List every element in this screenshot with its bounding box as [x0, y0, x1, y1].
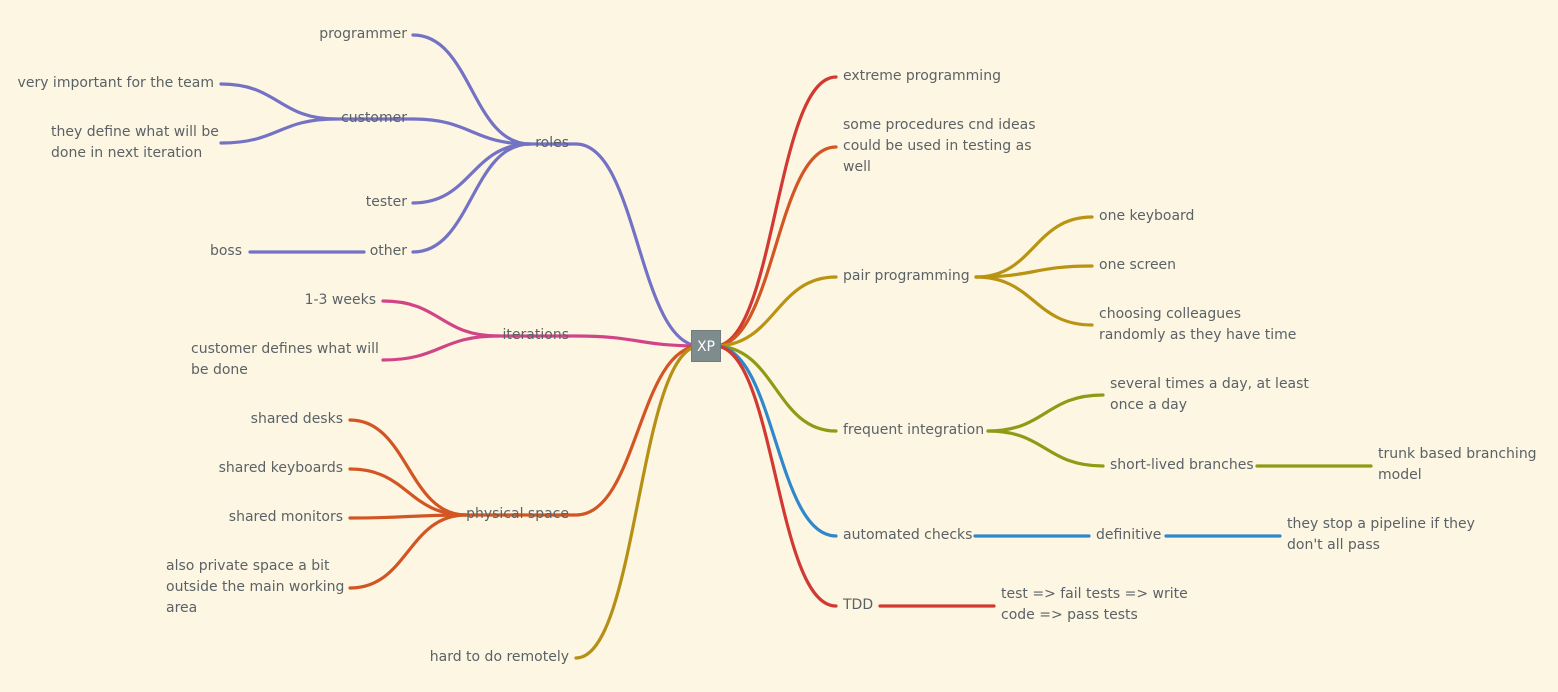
- node-physical-space[interactable]: physical space: [466, 506, 569, 522]
- node-customer[interactable]: customer: [341, 110, 407, 126]
- node-definitive[interactable]: definitive: [1096, 527, 1162, 543]
- node-shared-desks[interactable]: shared desks: [250, 411, 343, 427]
- edge-root-procedures: [713, 145, 838, 348]
- node-several-times[interactable]: several times a day, at least once a day: [1110, 376, 1309, 413]
- node-they-define[interactable]: they define what will be done in next it…: [51, 124, 219, 161]
- edge-physical-keyboards: [348, 467, 468, 517]
- node-procedures[interactable]: some procedures cnd ideas could be used …: [843, 117, 1036, 175]
- edge-pair-keyboard: [974, 215, 1094, 279]
- edge-root-pair: [713, 275, 838, 348]
- node-pair-programming[interactable]: pair programming: [843, 268, 970, 284]
- edge-root-iterations: [496, 334, 702, 348]
- node-1-3-weeks[interactable]: 1-3 weeks: [304, 292, 376, 308]
- edge-customer-they-define: [219, 117, 338, 145]
- edge-root-physical: [464, 344, 702, 517]
- node-boss[interactable]: boss: [209, 243, 242, 259]
- edge-physical-private: [348, 513, 468, 590]
- edge-roles-programmer: [411, 33, 532, 146]
- edge-integration-short-lived: [986, 429, 1105, 468]
- node-frequent-integration[interactable]: frequent integration: [843, 422, 985, 438]
- edge-root-roles: [528, 142, 702, 348]
- edge-integration-several: [986, 393, 1105, 433]
- node-iterations[interactable]: iterations: [502, 327, 569, 343]
- edge-roles-other: [411, 142, 532, 254]
- edge-iterations-weeks: [381, 299, 500, 338]
- edge-physical-desks: [348, 418, 468, 517]
- node-short-lived-branches[interactable]: short-lived branches: [1110, 457, 1254, 473]
- node-roles[interactable]: roles: [535, 135, 569, 151]
- root-node-xp[interactable]: XP: [691, 330, 721, 362]
- node-programmer[interactable]: programmer: [319, 26, 407, 42]
- node-tdd-cycle[interactable]: test => fail tests => write code => pass…: [1001, 586, 1188, 623]
- node-shared-keyboards[interactable]: shared keyboards: [218, 460, 343, 476]
- edge-root-checks: [713, 344, 838, 538]
- edge-physical-monitors: [348, 513, 468, 520]
- edge-pair-choosing: [974, 275, 1094, 327]
- node-one-keyboard[interactable]: one keyboard: [1099, 208, 1195, 224]
- node-trunk-based[interactable]: trunk based branching model: [1378, 446, 1537, 483]
- node-very-important[interactable]: very important for the team: [17, 75, 214, 91]
- edge-roles-tester: [411, 142, 532, 205]
- edge-roles-customer: [411, 117, 532, 146]
- node-hard-remote[interactable]: hard to do remotely: [429, 649, 569, 665]
- node-private-space[interactable]: also private space a bit outside the mai…: [166, 558, 345, 616]
- node-customer-defines[interactable]: customer defines what will be done: [191, 341, 379, 378]
- node-automated-checks[interactable]: automated checks: [843, 527, 973, 543]
- node-extreme-programming[interactable]: extreme programming: [843, 68, 1001, 84]
- node-choosing-colleagues[interactable]: choosing colleagues randomly as they hav…: [1099, 306, 1297, 343]
- edge-root-remote: [574, 344, 702, 660]
- edge-iterations-customer-defines: [381, 334, 500, 362]
- edge-pair-screen: [974, 264, 1094, 279]
- node-tester[interactable]: tester: [365, 194, 407, 210]
- node-stop-pipeline[interactable]: they stop a pipeline if they don't all p…: [1287, 516, 1475, 553]
- node-one-screen[interactable]: one screen: [1099, 257, 1177, 273]
- node-tdd[interactable]: TDD: [843, 597, 874, 613]
- edge-customer-very-important: [219, 82, 415, 121]
- edge-root-integration: [713, 344, 838, 433]
- node-other[interactable]: other: [369, 243, 407, 259]
- node-shared-monitors[interactable]: shared monitors: [228, 509, 343, 525]
- edge-root-extreme: [713, 75, 838, 348]
- edge-root-tdd: [713, 344, 838, 608]
